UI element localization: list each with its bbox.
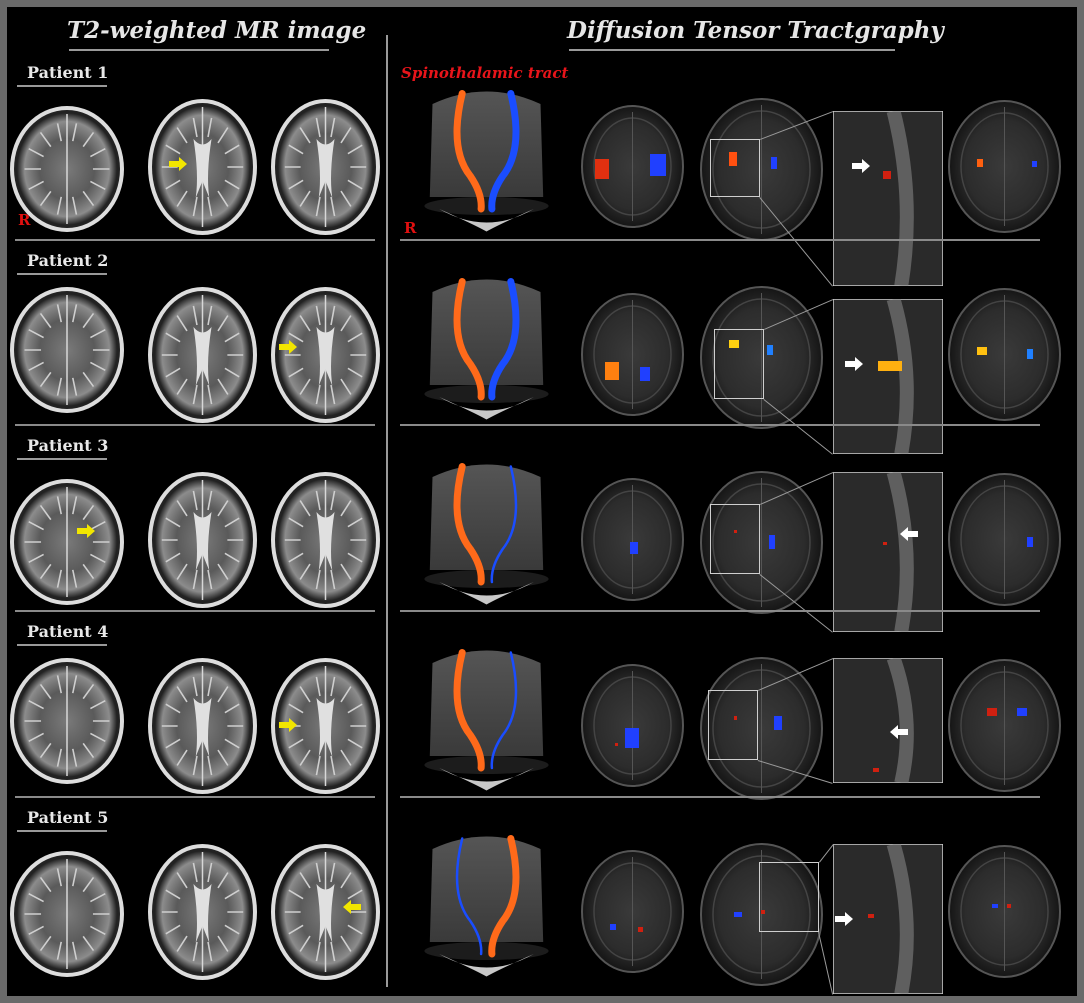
- patient-label-rule: [17, 458, 107, 460]
- row-separator: [400, 796, 1040, 798]
- row-separator: [15, 610, 375, 612]
- patient-label-rule: [17, 644, 107, 646]
- dti-axial-slice: [948, 845, 1061, 978]
- dti-axial-slice: [581, 478, 684, 601]
- lesion-arrow-icon: [852, 159, 870, 173]
- row-separator: [400, 610, 1040, 612]
- row-separator: [15, 424, 375, 426]
- dti-header-rule: [569, 49, 895, 51]
- t2-axial-slice: [271, 844, 380, 980]
- patient-row: Patient 2: [7, 247, 1077, 455]
- patient-label-rule: [17, 273, 107, 275]
- row-separator: [15, 239, 375, 241]
- coronal-tractography: [424, 649, 549, 791]
- zoom-region-box: [714, 329, 764, 399]
- patient-label: Patient 5: [27, 808, 109, 827]
- dti-header: Diffusion Tensor Tractgraphy: [567, 17, 944, 44]
- dti-axial-slice: [948, 288, 1061, 421]
- right-side-marker: R: [404, 219, 417, 237]
- lesion-arrow-icon: [77, 524, 95, 538]
- t2-axial-slice: [10, 106, 124, 232]
- dti-axial-slice: [581, 105, 684, 228]
- dti-axial-slice: [948, 100, 1061, 233]
- row-separator: [400, 239, 1040, 241]
- t2-header: T2-weighted MR image: [67, 17, 367, 44]
- t2-axial-slice: [10, 658, 124, 784]
- zoom-region-box: [710, 504, 760, 574]
- zoom-region-box: [710, 139, 760, 197]
- lesion-arrow-icon: [169, 157, 187, 171]
- coronal-tractography: [424, 463, 549, 605]
- patient-label: Patient 4: [27, 622, 109, 641]
- patient-row: Patient 1 R R: [7, 59, 1077, 287]
- zoomed-dti-panel: [833, 111, 943, 286]
- t2-axial-slice: [271, 472, 380, 608]
- patient-row: Patient 3: [7, 432, 1077, 633]
- dti-axial-slice: [948, 659, 1061, 792]
- t2-axial-slice: [271, 287, 380, 423]
- coronal-tractography: [424, 835, 549, 977]
- dti-axial-slice: [581, 293, 684, 416]
- t2-axial-slice: [148, 287, 257, 423]
- column-divider: [386, 35, 388, 987]
- lesion-arrow-icon: [845, 357, 863, 371]
- dti-axial-slice: [581, 664, 684, 787]
- zoomed-dti-panel: [833, 658, 943, 783]
- dti-axial-slice: [700, 286, 823, 429]
- t2-axial-slice: [148, 99, 257, 235]
- zoom-region-box: [759, 862, 819, 932]
- patient-label-rule: [17, 830, 107, 832]
- t2-axial-slice: [271, 99, 380, 235]
- patient-label: Patient 1: [27, 63, 109, 82]
- spinothalamic-tract-label: Spinothalamic tract: [401, 64, 569, 82]
- dti-axial-slice: [700, 843, 823, 986]
- patient-label: Patient 2: [27, 251, 109, 270]
- coronal-tractography: [424, 278, 549, 420]
- t2-axial-slice: [10, 479, 124, 605]
- dti-axial-slice: [700, 471, 823, 614]
- patient-label: Patient 3: [27, 436, 109, 455]
- dti-axial-slice: [700, 657, 823, 800]
- t2-axial-slice: [271, 658, 380, 794]
- coronal-tractography: [424, 90, 549, 232]
- t2-axial-slice: [148, 472, 257, 608]
- lesion-arrow-icon: [279, 718, 297, 732]
- row-separator: [400, 424, 1040, 426]
- row-separator: [15, 796, 375, 798]
- right-side-marker: R: [18, 211, 31, 229]
- dti-axial-slice: [948, 473, 1061, 606]
- t2-axial-slice: [10, 851, 124, 977]
- zoom-region-box: [708, 690, 758, 760]
- t2-header-rule: [69, 49, 329, 51]
- t2-axial-slice: [148, 658, 257, 794]
- dti-axial-slice: [581, 850, 684, 973]
- patient-label-rule: [17, 85, 107, 87]
- figure-frame: T2-weighted MR image Diffusion Tensor Tr…: [7, 7, 1077, 996]
- lesion-arrow-icon: [835, 912, 853, 926]
- t2-axial-slice: [10, 287, 124, 413]
- patient-row: Patient 5: [7, 804, 1077, 995]
- zoomed-dti-panel: [833, 472, 943, 632]
- lesion-arrow-icon: [343, 900, 361, 914]
- lesion-arrow-icon: [279, 340, 297, 354]
- lesion-arrow-icon: [890, 725, 908, 739]
- lesion-arrow-icon: [900, 527, 918, 541]
- zoomed-dti-panel: [833, 299, 943, 454]
- t2-axial-slice: [148, 844, 257, 980]
- patient-row: Patient 4: [7, 618, 1077, 804]
